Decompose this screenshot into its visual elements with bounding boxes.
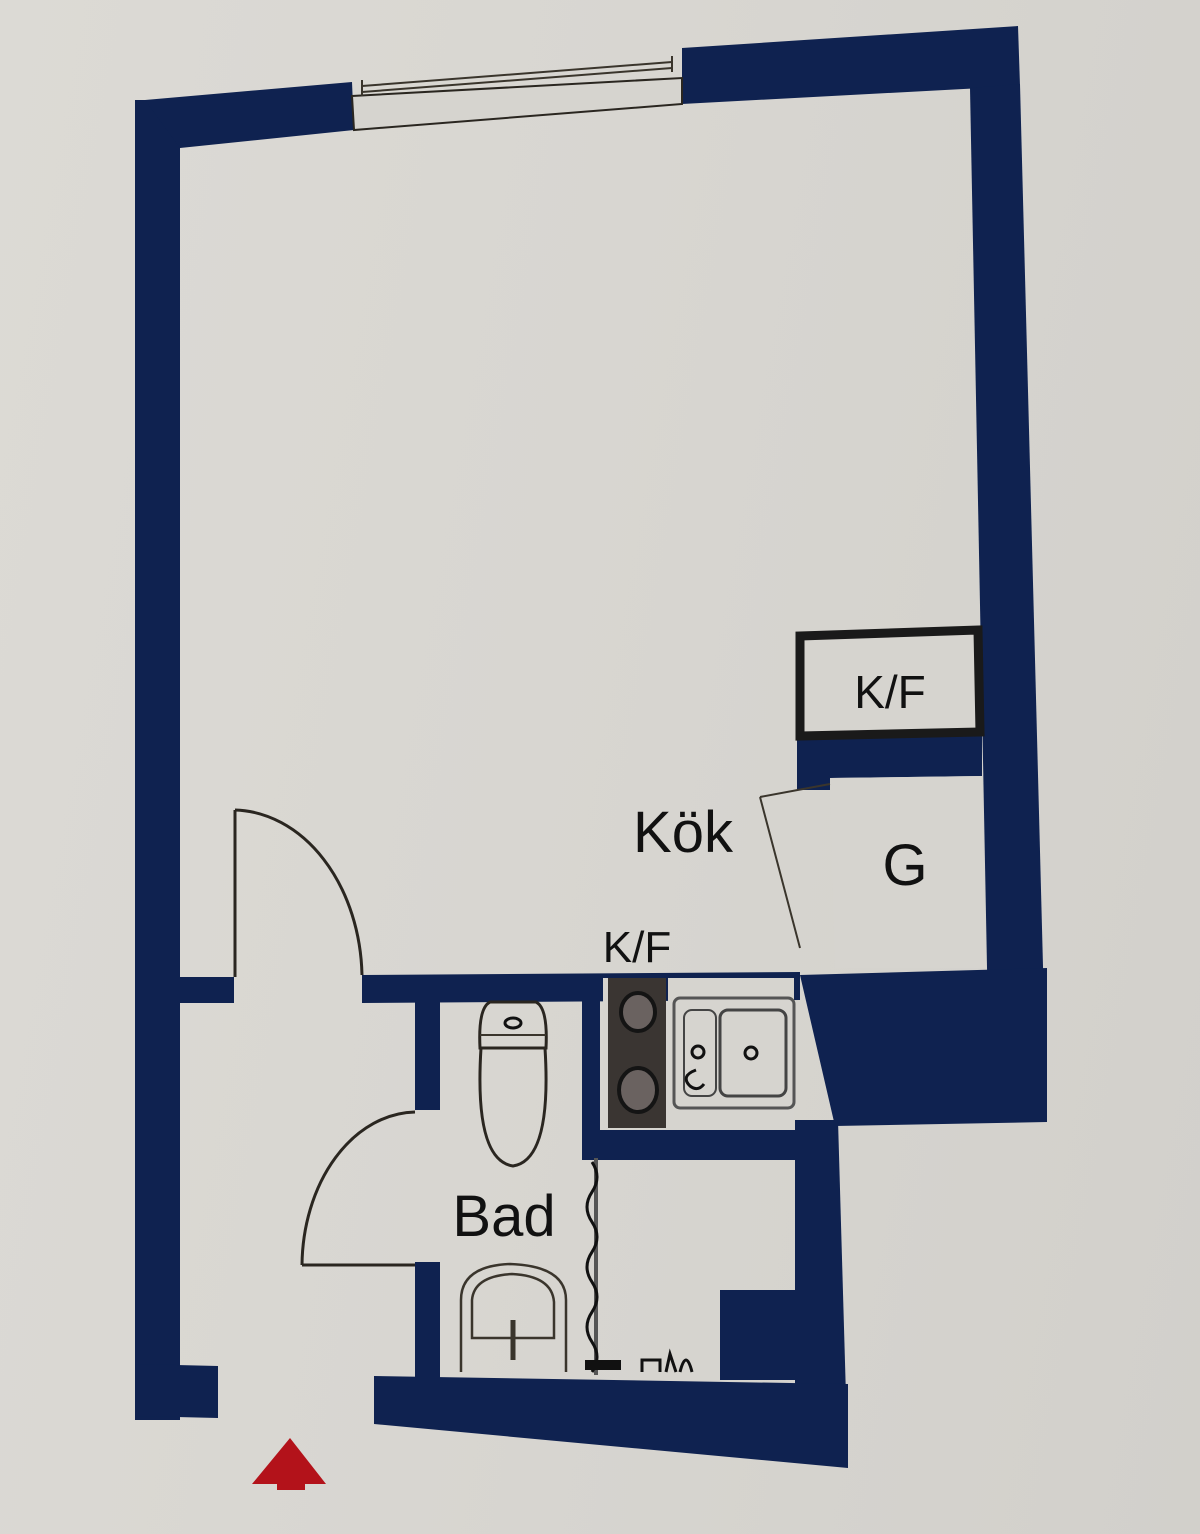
sink: [668, 978, 796, 1130]
stove: [603, 978, 666, 1128]
entrance-arrow-icon: [252, 1438, 326, 1490]
washbasin: [459, 1262, 568, 1372]
wall-storage-block: [797, 734, 982, 790]
wall-left: [135, 100, 180, 1420]
wardrobe-label: G: [882, 833, 927, 898]
faucet-icon: [684, 1068, 706, 1091]
walls: [135, 26, 1047, 1468]
wall-bath-left-lower: [415, 1262, 440, 1380]
wall-bottom: [374, 1376, 848, 1468]
bathroom-label: Bad: [452, 1184, 555, 1249]
wall-right-lower: [795, 1120, 848, 1466]
toilet: [478, 1000, 548, 1168]
wall-closet-right: [720, 1290, 800, 1380]
shower-curtain: [585, 1158, 694, 1375]
fridge-freezer-kitchen-label: K/F: [603, 923, 671, 972]
wall-top-right: [682, 26, 1020, 104]
fridge-freezer-upper-label: K/F: [854, 666, 926, 718]
wall-kitchen-bottom: [582, 1130, 800, 1160]
wall-hall-stub-left: [180, 977, 234, 1003]
wall-right-step: [800, 968, 1047, 1126]
wall-bath-left: [415, 1000, 440, 1110]
burner-icon: [617, 1066, 659, 1114]
wall-bottom-left: [135, 1364, 218, 1418]
wall-top-left: [145, 82, 354, 148]
door-bathroom[interactable]: [300, 1110, 416, 1267]
wardrobe: G: [759, 776, 986, 968]
wall-right: [970, 84, 1047, 1122]
window: [350, 56, 683, 132]
wall-bath-kitchen: [582, 1000, 600, 1160]
shower-fixture-icon: [640, 1348, 694, 1373]
door-main-room[interactable]: [233, 808, 364, 977]
fridge-freezer-upper: K/F: [795, 625, 985, 741]
burner-icon: [619, 991, 657, 1033]
kitchen-label: Kök: [633, 800, 734, 865]
